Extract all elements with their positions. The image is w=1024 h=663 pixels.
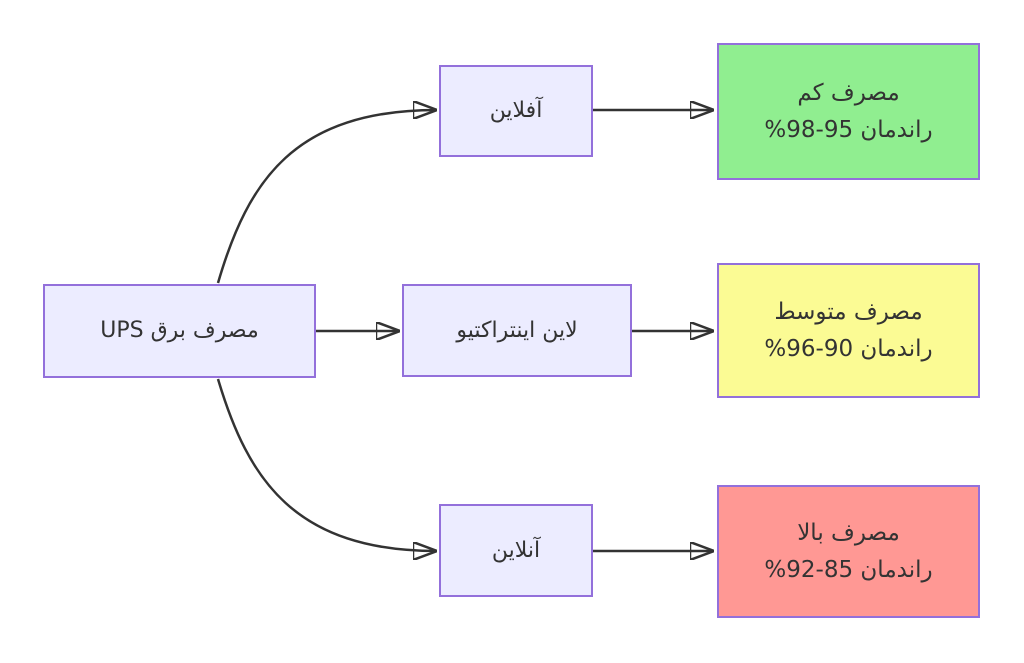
result-low-consumption: مصرف کم راندمان 95-98%: [717, 43, 980, 180]
node-line-interactive: لاین اینتراکتیو: [402, 284, 632, 377]
result-efficiency-label: راندمان 85-92%: [764, 556, 933, 583]
result-medium-consumption: مصرف متوسط راندمان 90-96%: [717, 263, 980, 398]
node-offline: آفلاین: [439, 65, 593, 157]
result-efficiency-label: راندمان 95-98%: [764, 116, 933, 143]
result-efficiency-label: راندمان 90-96%: [764, 335, 933, 362]
node-label: مصرف برق UPS: [100, 318, 259, 344]
node-label: آفلاین: [489, 98, 543, 124]
edge-root-to-offline: [216, 110, 437, 284]
result-consumption-label: مصرف متوسط: [774, 298, 923, 325]
result-consumption-label: مصرف بالا: [797, 519, 900, 546]
result-high-consumption: مصرف بالا راندمان 85-92%: [717, 485, 980, 618]
node-label: لاین اینتراکتیو: [456, 317, 578, 343]
node-label: آنلاین: [491, 537, 541, 563]
edge-root-to-online: [216, 378, 437, 551]
result-consumption-label: مصرف کم: [797, 79, 900, 106]
node-online: آنلاین: [439, 504, 593, 597]
node-ups-power-consumption: مصرف برق UPS: [43, 284, 316, 378]
